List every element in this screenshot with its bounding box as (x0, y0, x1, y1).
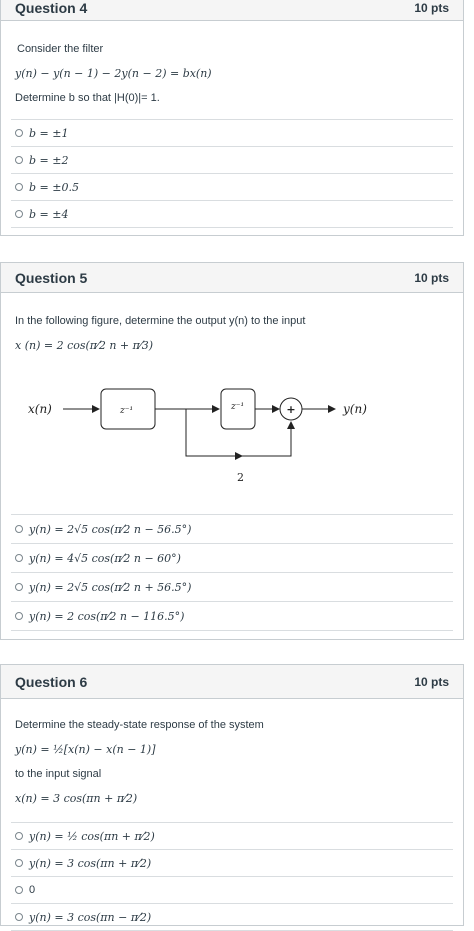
block-diagram: x(n) z⁻¹ z⁻¹ + y(n) 2 (28, 388, 367, 484)
radio-button[interactable] (15, 554, 23, 562)
radio-button[interactable] (15, 183, 23, 191)
question-6-instruction: Determine the steady-state response of t… (15, 719, 264, 731)
answer-option[interactable]: y(n) = 2 cos(π⁄2 n − 116.5°) (11, 601, 453, 631)
question-6-answers: y(n) = ½ cos(πn + π⁄2) y(n) = 3 cos(πn +… (11, 822, 453, 931)
question-5-title: Question 5 (15, 269, 88, 286)
question-4-instruction: Determine b so that |H(0)|= 1. (15, 92, 160, 104)
question-4-equation: y(n) − y(n − 1) − 2y(n − 2) = bx(n) (15, 67, 212, 80)
answer-option[interactable]: y(n) = 4√5 cos(π⁄2 n − 60°) (11, 543, 453, 572)
radio-button[interactable] (15, 612, 23, 620)
answer-label: b = ±1 (29, 126, 69, 140)
question-6-points: 10 pts (414, 674, 449, 689)
question-5-header: Question 5 10 pts (1, 263, 463, 293)
answer-label: y(n) = 2√5 cos(π⁄2 n + 56.5°) (29, 580, 192, 594)
question-5-instruction: In the following figure, determine the o… (15, 315, 306, 327)
question-6-title: Question 6 (15, 673, 88, 690)
answer-label: y(n) = 4√5 cos(π⁄2 n − 60°) (29, 551, 181, 565)
diagram-input-label: x(n) (28, 402, 52, 416)
diagram-output-label: y(n) (342, 402, 367, 416)
answer-label: b = ±0.5 (29, 180, 79, 194)
answer-option[interactable]: y(n) = 3 cos(πn + π⁄2) (11, 849, 453, 876)
delay-block-2-label: z⁻¹ (230, 402, 244, 412)
radio-button[interactable] (15, 583, 23, 591)
answer-label: y(n) = ½ cos(πn + π⁄2) (29, 829, 155, 843)
answer-label: y(n) = 2 cos(π⁄2 n − 116.5°) (29, 609, 185, 623)
question-4-header: Question 4 10 pts (1, 0, 463, 21)
question-5-input: x (n) = 2 cos(π⁄2 n + π⁄3) (15, 339, 154, 352)
radio-button[interactable] (15, 525, 23, 533)
answer-label: y(n) = 2√5 cos(π⁄2 n − 56.5°) (29, 522, 192, 536)
adder-symbol: + (286, 403, 295, 416)
question-6: Question 6 10 pts Determine the steady-s… (0, 664, 464, 931)
question-4-intro: Consider the filter (17, 43, 104, 55)
radio-button[interactable] (15, 129, 23, 137)
answer-label: 0 (29, 884, 36, 896)
radio-button[interactable] (15, 859, 23, 867)
answer-option[interactable]: y(n) = ½ cos(πn + π⁄2) (11, 822, 453, 849)
delay-block-1-label: z⁻¹ (119, 406, 133, 416)
gain-arrow (235, 452, 243, 460)
answer-label: b = ±4 (29, 207, 69, 221)
question-5: Question 5 10 pts In the following figur… (0, 262, 464, 640)
question-5-points: 10 pts (414, 270, 449, 285)
answer-option[interactable]: b = ±0.5 (11, 173, 453, 200)
answer-option[interactable]: b = ±1 (11, 119, 453, 146)
question-4-title: Question 4 (15, 0, 88, 16)
radio-button[interactable] (15, 832, 23, 840)
question-6-input: x(n) = 3 cos(πn + π⁄2) (15, 792, 138, 805)
answer-label: b = ±2 (29, 153, 69, 167)
answer-option[interactable]: y(n) = 2√5 cos(π⁄2 n + 56.5°) (11, 572, 453, 601)
answer-option[interactable]: y(n) = 3 cos(πn − π⁄2) (11, 903, 453, 931)
answer-option[interactable]: b = ±4 (11, 200, 453, 228)
answer-label: y(n) = 3 cos(πn − π⁄2) (29, 910, 152, 924)
answer-label: y(n) = 3 cos(πn + π⁄2) (29, 856, 152, 870)
gain-label: 2 (237, 471, 244, 484)
question-4: Question 4 10 pts Consider the filter y(… (0, 0, 464, 236)
answer-option[interactable]: 0 (11, 876, 453, 903)
question-6-system: y(n) = ½[x(n) − x(n − 1)] (15, 743, 156, 756)
question-4-points: 10 pts (414, 0, 449, 15)
radio-button[interactable] (15, 210, 23, 218)
question-6-header: Question 6 10 pts (1, 665, 463, 699)
radio-button[interactable] (15, 156, 23, 164)
answer-option[interactable]: b = ±2 (11, 146, 453, 173)
question-5-answers: y(n) = 2√5 cos(π⁄2 n − 56.5°) y(n) = 4√5… (11, 514, 453, 631)
answer-option[interactable]: y(n) = 2√5 cos(π⁄2 n − 56.5°) (11, 514, 453, 543)
radio-button[interactable] (15, 886, 23, 894)
question-4-answers: b = ±1 b = ±2 b = ±0.5 b = ±4 (11, 119, 453, 228)
question-6-input-intro: to the input signal (15, 768, 102, 780)
